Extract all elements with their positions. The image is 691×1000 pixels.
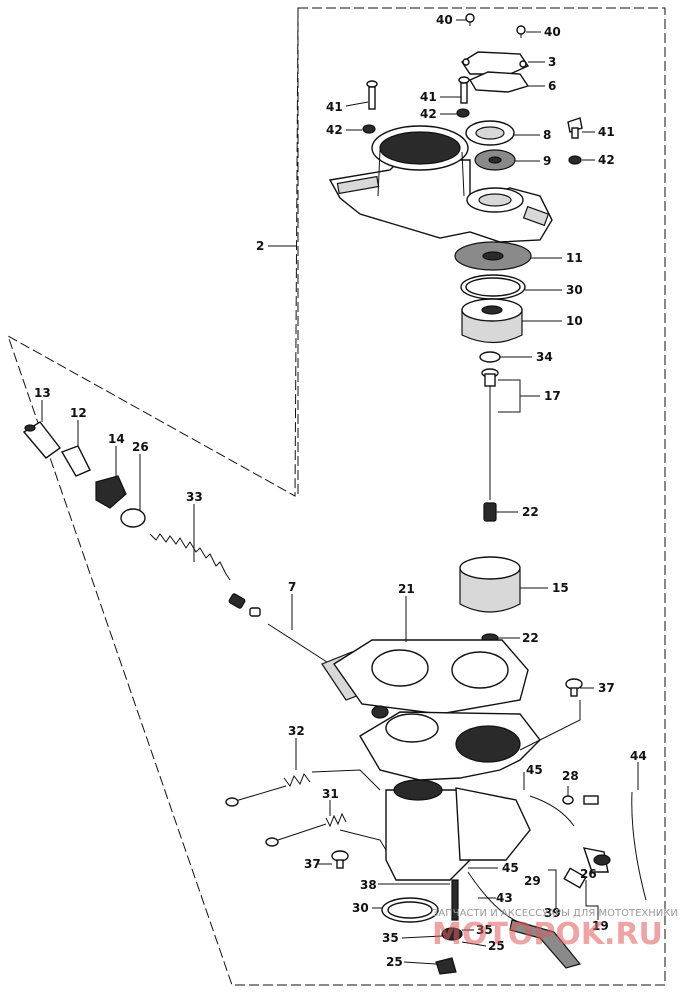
- screw-37b: [331, 850, 349, 869]
- label-45a: 45: [526, 763, 543, 777]
- clip-28: [562, 795, 599, 805]
- label-41c: 41: [598, 125, 615, 139]
- label-14: 14: [108, 432, 125, 446]
- label-37b: 37: [304, 857, 321, 871]
- label-39: 39: [544, 906, 561, 920]
- washer-42c: [568, 155, 582, 165]
- screw-41a: [366, 80, 378, 110]
- float-10: [461, 298, 523, 344]
- label-25a: 25: [386, 955, 403, 969]
- label-34: 34: [536, 350, 553, 364]
- hose-44: [631, 791, 647, 901]
- cover-plate-3: [461, 51, 530, 75]
- label-22a: 22: [522, 505, 539, 519]
- pilot-screw-32: [225, 772, 311, 807]
- valve-9: [474, 149, 516, 171]
- bolt-38: [451, 879, 459, 921]
- float-15: [459, 556, 521, 613]
- label-11: 11: [566, 251, 583, 265]
- label-35a: 35: [382, 931, 399, 945]
- label-3: 3: [548, 55, 556, 69]
- label-40b: 40: [544, 25, 561, 39]
- label-41b: 41: [420, 90, 437, 104]
- seal-34: [479, 351, 501, 363]
- gasket-21: [333, 639, 529, 715]
- label-42a: 42: [326, 123, 343, 137]
- label-42b: 42: [420, 107, 437, 121]
- screw-40b: [516, 25, 526, 38]
- label-28: 28: [562, 769, 579, 783]
- spring-33: [149, 533, 231, 581]
- label-38: 38: [360, 878, 377, 892]
- label-8: 8: [543, 128, 551, 142]
- throttle-screw-31: [265, 812, 347, 847]
- o-ring-30a: [460, 274, 526, 300]
- label-15: 15: [552, 581, 569, 595]
- label-33: 33: [186, 490, 203, 504]
- filter-disc-11: [454, 241, 532, 271]
- jet-small-a: [228, 593, 246, 609]
- fitting-29: [563, 867, 587, 889]
- label-30a: 30: [566, 283, 583, 297]
- label-9: 9: [543, 154, 551, 168]
- label-43: 43: [496, 891, 513, 905]
- label-6: 6: [548, 79, 556, 93]
- screw-40: [465, 13, 475, 26]
- label-40a: 40: [436, 13, 453, 27]
- label-17: 17: [544, 389, 561, 403]
- label-44: 44: [630, 749, 647, 763]
- screw-37a: [565, 678, 583, 697]
- washer-35: [441, 927, 463, 941]
- screw-41b: [458, 76, 470, 104]
- label-22b: 22: [522, 631, 539, 645]
- label-2: 2: [256, 239, 264, 253]
- nut-25: [435, 957, 457, 975]
- label-30b: 30: [352, 901, 369, 915]
- label-42c: 42: [598, 153, 615, 167]
- o-ring-30b: [381, 897, 439, 923]
- label-10: 10: [566, 314, 583, 328]
- label-31: 31: [322, 787, 339, 801]
- label-45b: 45: [502, 861, 519, 875]
- label-21: 21: [398, 582, 415, 596]
- upper-body-2: [328, 125, 553, 243]
- washer-42a: [362, 124, 376, 134]
- gasket-6: [468, 71, 530, 93]
- label-7: 7: [288, 580, 296, 594]
- label-41a: 41: [326, 100, 343, 114]
- washer-26: [120, 508, 146, 528]
- drain-tube-43: [467, 871, 582, 969]
- label-13: 13: [34, 386, 51, 400]
- label-25b: 25: [488, 939, 505, 953]
- main-body: [359, 705, 541, 881]
- spring-22a: [483, 502, 497, 522]
- label-26b: 26: [580, 867, 597, 881]
- leader-lines: [41, 19, 639, 965]
- diaphragm-8: [465, 120, 515, 146]
- label-12: 12: [70, 406, 87, 420]
- jet-small-b: [249, 607, 261, 617]
- nut-14: [95, 475, 127, 509]
- needle-valve-17: [481, 368, 499, 500]
- watermark-logo: MOTOPOK.RU: [432, 917, 663, 952]
- label-26: 26: [132, 440, 149, 454]
- upper-group-outline: [7, 7, 666, 986]
- washer-42b: [456, 108, 470, 118]
- fitting-26b: [582, 847, 611, 873]
- nipple-12: [60, 445, 91, 477]
- label-32: 32: [288, 724, 305, 738]
- part-labels: 40 40 3 6 41 42 41 42 8 41 42 9 2 11 30 …: [34, 13, 647, 969]
- label-37a: 37: [598, 681, 615, 695]
- label-19: 19: [592, 919, 609, 933]
- hose-45: [529, 795, 575, 827]
- screw-41c: [567, 117, 583, 139]
- label-35b: 35: [476, 923, 493, 937]
- fitting-13: [22, 421, 61, 459]
- watermark-caption: ЗАПЧАСТИ И АКСЕССУАРЫ ДЛЯ МОТОТЕХНИКИ: [432, 908, 678, 919]
- label-29: 29: [524, 874, 541, 888]
